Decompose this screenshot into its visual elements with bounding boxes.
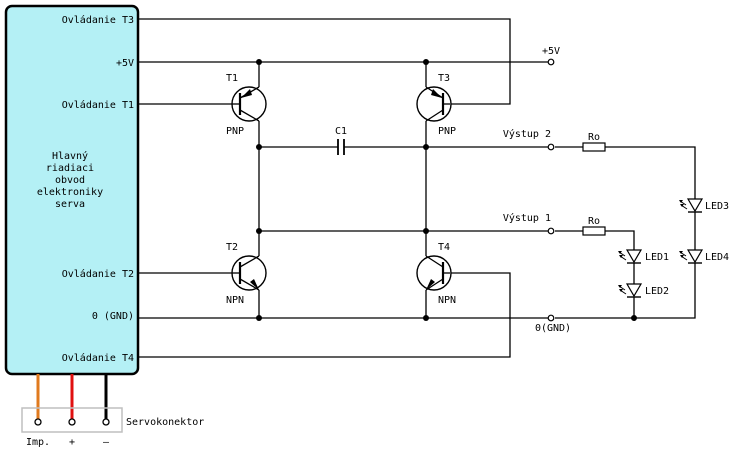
servo-connector-box	[21, 407, 123, 433]
pin-label-ctrl-t2: Ovládanie T2	[62, 268, 134, 280]
junction-dot	[256, 144, 262, 150]
pin-label-ctrl-t3: Ovládanie T3	[62, 14, 134, 26]
label-led3: LED3	[705, 201, 729, 212]
label-output2: Výstup 2	[503, 128, 551, 140]
label-c1: C1	[335, 126, 347, 137]
label-plus5v-terminal: +5V	[542, 46, 560, 57]
connector-pin-minus	[102, 418, 110, 426]
pin-label-ctrl-t4: Ovládanie T4	[62, 352, 134, 364]
capacitor-c1	[337, 139, 345, 155]
led4	[679, 249, 704, 264]
junction-dot	[423, 144, 429, 150]
label-servokonektor: Servokonektor	[126, 417, 204, 428]
transistor-t4	[416, 255, 452, 291]
terminal-output2	[547, 143, 555, 151]
terminal-plus5v	[547, 58, 555, 66]
led1	[618, 249, 643, 264]
led2	[618, 283, 643, 298]
pin-label-plus5v: +5V	[116, 58, 134, 69]
label-t1-type: PNP	[226, 126, 244, 137]
wire-r-to-led3	[605, 146, 696, 199]
connector-pin-imp	[34, 418, 42, 426]
junction-dot	[423, 59, 429, 65]
label-t3: T3	[438, 73, 450, 84]
block-title-line-5: serva	[55, 199, 85, 210]
label-ro-bottom: Ro	[588, 216, 600, 227]
block-title-line-1: Hlavný	[52, 150, 88, 162]
junction-dot	[423, 315, 429, 321]
terminal-gnd	[547, 314, 555, 322]
junction-dot	[423, 228, 429, 234]
label-t2: T2	[226, 242, 238, 253]
label-t2-type: NPN	[226, 295, 244, 306]
label-t3-type: PNP	[438, 126, 456, 137]
wire-ctrl-t4	[138, 272, 511, 358]
wire-led4-gnd	[555, 263, 696, 319]
label-pin-imp: Imp.	[26, 437, 50, 448]
connector-pin-plus	[68, 418, 76, 426]
label-t4: T4	[438, 242, 450, 253]
resistor-ro-bottom	[582, 226, 606, 236]
label-t4-type: NPN	[438, 295, 456, 306]
label-t1: T1	[226, 73, 238, 84]
resistor-ro-top	[582, 142, 606, 152]
terminal-output1	[547, 227, 555, 235]
label-ro-top: Ro	[588, 132, 600, 143]
block-title-line-4: elektroniky	[37, 187, 103, 198]
junction-dot	[631, 315, 637, 321]
block-title-line-3: obvod	[55, 175, 85, 186]
label-pin-minus: —	[103, 437, 110, 448]
label-gnd-terminal: 0(GND)	[535, 323, 571, 334]
junction-dot	[256, 315, 262, 321]
led3	[679, 198, 704, 213]
transistor-t2	[231, 255, 267, 291]
label-led1: LED1	[645, 252, 669, 263]
junction-dot	[256, 59, 262, 65]
label-led2: LED2	[645, 286, 669, 297]
wire-r-to-led1	[605, 230, 635, 250]
transistor-t3	[416, 86, 452, 122]
label-pin-plus: +	[69, 437, 75, 448]
label-led4: LED4	[705, 252, 729, 263]
junction-dot	[256, 228, 262, 234]
transistor-t1	[231, 86, 267, 122]
block-title-line-2: riadiaci	[46, 163, 94, 174]
pin-label-gnd: 0 (GND)	[92, 311, 134, 322]
pin-label-ctrl-t1: Ovládanie T1	[62, 99, 134, 111]
label-output1: Výstup 1	[503, 212, 551, 224]
